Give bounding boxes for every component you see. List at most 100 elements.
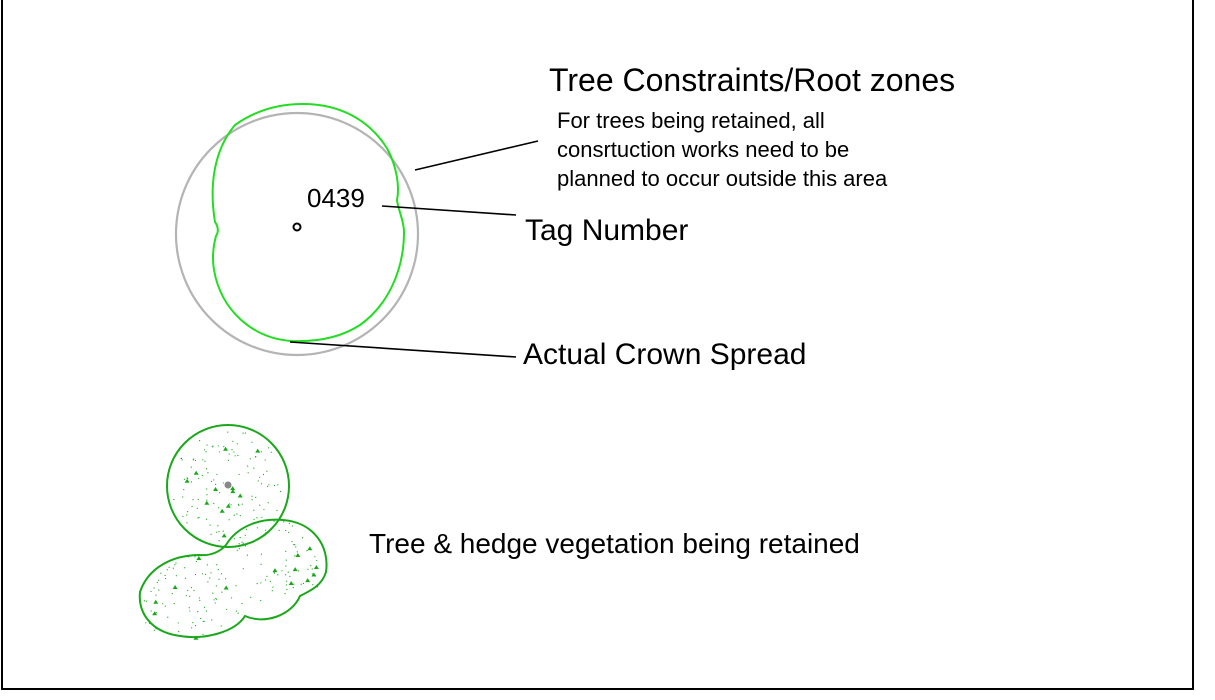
stipple-dot	[169, 632, 172, 635]
stipple-dot	[205, 610, 208, 612]
stipple-dot	[242, 568, 244, 570]
stipple-dot	[193, 589, 195, 592]
stipple-leaf	[196, 556, 202, 561]
stipple-dot	[187, 589, 189, 592]
stipple-dot	[272, 586, 274, 588]
stipple-dot	[211, 619, 213, 621]
stipple-dot	[273, 484, 276, 487]
stipple-dot	[191, 505, 193, 508]
stipple-dot	[256, 527, 258, 529]
stipple-dot	[260, 599, 262, 602]
stipple-dot	[285, 529, 287, 532]
stipple-dot	[203, 620, 205, 623]
stipple-dot	[155, 612, 157, 614]
stipple-dot	[214, 602, 216, 604]
stipple-dot	[286, 580, 288, 582]
stipple-dot	[230, 504, 232, 506]
stipple-dot	[209, 577, 211, 579]
stipple-dot	[285, 565, 287, 567]
stipple-dot	[263, 508, 265, 511]
stipple-dot	[235, 585, 237, 587]
stipple-dot	[188, 607, 190, 609]
stipple-dot	[296, 551, 298, 553]
stipple-dot	[174, 564, 176, 566]
stipple-leaf	[204, 500, 210, 505]
stipple-dot	[279, 490, 282, 493]
stipple-dot	[220, 573, 223, 575]
stipple-dot	[210, 533, 212, 535]
stipple-dot	[261, 516, 263, 518]
stipple-leaf	[288, 581, 294, 586]
stipple-dot	[276, 509, 278, 512]
stipple-dot	[182, 496, 184, 498]
stipple-dot	[205, 573, 207, 575]
stipple-dot	[198, 439, 201, 442]
stipple-dot	[239, 537, 241, 539]
stipple-dot	[206, 488, 208, 490]
root-zone-title: Tree Constraints/Root zones	[549, 62, 956, 98]
stipple-dot	[242, 432, 244, 434]
stipple-dot	[314, 556, 316, 558]
stipple-dot	[249, 458, 251, 460]
stipple-dot	[293, 543, 295, 546]
stipple-leaf	[295, 552, 301, 557]
stipple-dot	[311, 573, 313, 575]
stipple-dot	[160, 572, 162, 574]
root-zone-circle	[174, 111, 420, 357]
stipple-leaf	[172, 584, 178, 589]
stipple-dot	[260, 563, 262, 565]
stipple-dot	[205, 468, 208, 470]
stipple-dot	[211, 446, 213, 448]
stipple-dot	[251, 495, 253, 497]
stipple-dot	[233, 514, 235, 516]
stipple-dot	[156, 581, 158, 584]
stipple-dot	[257, 480, 259, 482]
stipple-leaf	[272, 568, 278, 573]
stipple-leaf	[237, 493, 243, 498]
stipple-dot	[197, 517, 199, 519]
stipple-dot	[190, 586, 192, 589]
stipple-dot	[245, 528, 248, 530]
stipple-dot	[223, 446, 225, 448]
stipple-dot	[316, 559, 318, 562]
stipple-dot	[292, 587, 294, 589]
stipple-dot	[220, 625, 222, 627]
stipple-dot	[202, 573, 204, 575]
stipple-dot	[246, 554, 249, 556]
stipple-dot	[153, 629, 155, 631]
stipple-dot	[216, 531, 218, 533]
stipple-dot	[195, 560, 198, 563]
stipple-dot	[241, 541, 243, 543]
vegetation-tree-crown	[166, 424, 290, 548]
stipple-dot	[194, 625, 197, 627]
stipple-dot	[291, 540, 293, 543]
frame-border	[1, 0, 1194, 690]
stipple-dot	[202, 620, 204, 622]
stipple-dot	[205, 518, 208, 520]
stipple-dot	[242, 542, 244, 544]
stipple-dot	[193, 458, 195, 460]
stipple-leaf	[225, 503, 231, 508]
stipple-dot	[253, 509, 255, 511]
root-zone-description: For trees being retained, all consrtucti…	[557, 106, 887, 193]
stipple-dot	[222, 482, 225, 484]
stipple-dot	[145, 600, 148, 602]
root-zone-description-line: For trees being retained, all	[557, 108, 825, 133]
stipple-dot	[301, 537, 304, 539]
stipple-dot	[238, 543, 240, 545]
stipple-dot	[197, 498, 199, 501]
stipple-dot	[218, 507, 220, 509]
stipple-leaf	[230, 489, 236, 494]
stipple-leaf	[152, 611, 158, 616]
stipple-leaf	[219, 508, 225, 513]
stipple-dot	[264, 459, 266, 461]
stipple-dot	[177, 622, 179, 624]
stipple-leaf	[305, 578, 311, 583]
stipple-dot	[216, 473, 218, 476]
stipple-leaf	[292, 567, 298, 572]
stipple-dot	[183, 478, 186, 480]
stipple-dot	[226, 608, 228, 611]
stipple-dot	[295, 546, 297, 548]
stipple-dot	[277, 574, 279, 576]
stipple-dot	[236, 549, 238, 551]
